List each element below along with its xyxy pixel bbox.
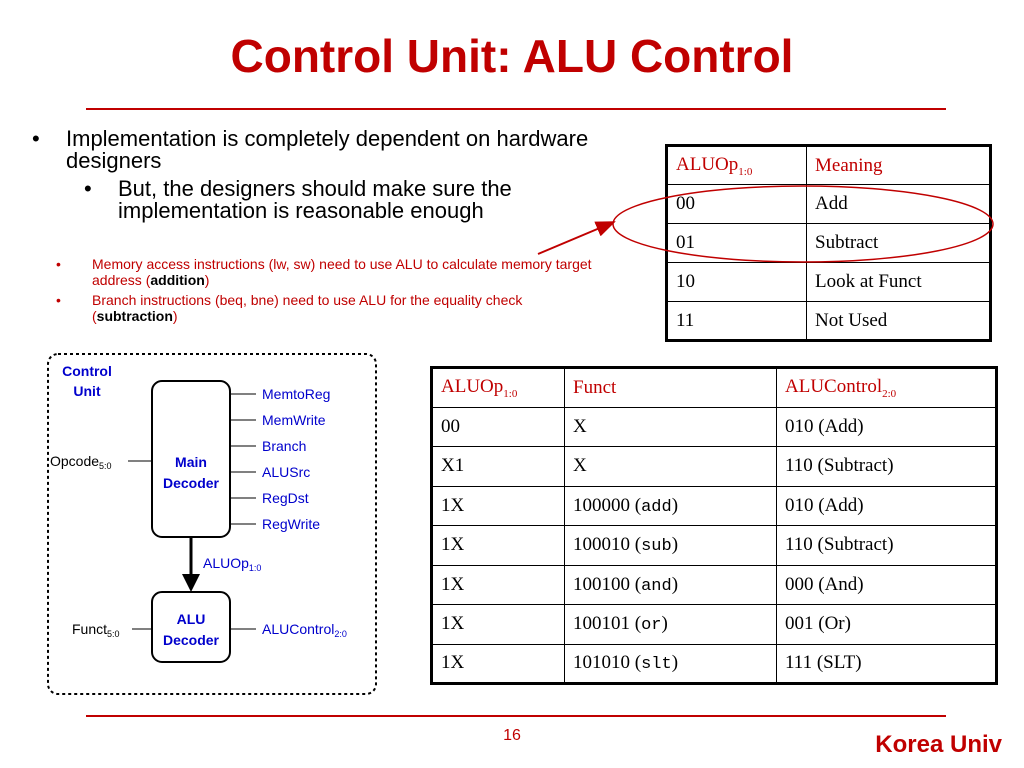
cell-aluop: 00 <box>666 184 807 224</box>
cell-alucontrol: 010 (Add) <box>776 485 997 526</box>
cell-meaning: Look at Funct <box>806 262 991 302</box>
bullet-level3: • Branch instructions (beq, bne) need to… <box>22 292 602 324</box>
cell-funct: X <box>564 446 777 487</box>
control-unit-boundary <box>47 353 377 695</box>
alu-decoder-box <box>151 591 231 663</box>
funct-input-label: Funct5:0 <box>72 621 120 639</box>
output-signal-label: RegDst <box>262 490 309 506</box>
bullet-list: • Implementation is completely dependent… <box>22 128 602 325</box>
output-signal-label: MemtoReg <box>262 386 330 402</box>
cell-alucontrol: 001 (Or) <box>776 604 997 645</box>
main-decoder-label: Decoder <box>163 475 220 491</box>
header-aluop: ALUOp1:0 <box>431 367 565 408</box>
title-divider <box>86 108 946 110</box>
table-row: X1 X 110 (Subtract) <box>431 446 997 487</box>
cell-aluop: X1 <box>431 446 565 487</box>
bullet-dot: • <box>84 176 92 201</box>
cell-aluop: 01 <box>666 223 807 263</box>
cell-aluop: 00 <box>431 406 565 447</box>
table-header-row: ALUOp1:0 Funct ALUControl2:0 <box>431 367 997 408</box>
funct-mnemonic: add <box>641 497 672 517</box>
callout-arrow <box>537 221 616 255</box>
output-signal-label: ALUSrc <box>262 464 310 480</box>
alucontrol-output-label: ALUControl2:0 <box>262 621 347 639</box>
funct-code: 100101 <box>573 613 630 635</box>
cell-funct: 100010 (sub) <box>564 525 777 566</box>
cell-alucontrol: 111 (SLT) <box>776 643 997 684</box>
bullet-dot: • <box>56 256 61 272</box>
bullet-text: Implementation is completely dependent o… <box>66 126 589 173</box>
footer-brand: Korea Univ <box>875 731 1002 758</box>
bullet-level3: • Memory access instructions (lw, sw) ne… <box>22 256 602 288</box>
cell-alucontrol: 110 (Subtract) <box>776 446 997 487</box>
funct-code: 100100 <box>573 573 630 595</box>
bullet-dot: • <box>32 126 40 151</box>
cell-funct: 101010 (slt) <box>564 643 777 684</box>
cell-funct: X <box>564 406 777 447</box>
cell-aluop: 1X <box>431 564 565 605</box>
bullet-emphasis: addition <box>150 272 205 288</box>
bullet-text-end: ) <box>172 308 178 324</box>
cell-funct: 100000 (add) <box>564 485 777 526</box>
bullet-level2: • But, the designers should make sure th… <box>22 178 602 222</box>
aluop-signal-label: ALUOp1:0 <box>203 555 261 573</box>
funct-code: X <box>573 455 587 477</box>
funct-code: 100010 <box>573 534 630 556</box>
funct-mnemonic: sub <box>641 537 672 557</box>
footer-divider <box>86 715 946 717</box>
alu-decoder-label: Decoder <box>163 632 220 648</box>
opcode-input-label: Opcode5:0 <box>50 453 112 471</box>
main-decoder-outputs: MemtoRegMemWriteBranchALUSrcRegDstRegWri… <box>230 386 330 532</box>
bullet-emphasis: subtraction <box>96 308 173 324</box>
slide-title: Control Unit: ALU Control <box>230 30 794 82</box>
funct-mnemonic: and <box>641 576 672 596</box>
bullet-level1: • Implementation is completely dependent… <box>22 128 602 172</box>
funct-code: X <box>573 415 587 437</box>
header-alucontrol: ALUControl2:0 <box>776 367 997 408</box>
funct-code: 101010 <box>573 652 630 674</box>
cell-aluop: 1X <box>431 643 565 684</box>
alu-decoder-label: ALU <box>177 611 206 627</box>
funct-code: 100000 <box>573 494 630 516</box>
bullet-dot: • <box>56 292 61 308</box>
bullet-text-end: ) <box>204 272 210 288</box>
output-signal-label: Branch <box>262 438 306 454</box>
cell-meaning: Add <box>806 184 991 224</box>
cell-funct: 100101 (or) <box>564 604 777 645</box>
bullet-text: But, the designers should make sure the … <box>118 176 512 223</box>
bullet-text: Memory access instructions (lw, sw) need… <box>92 256 592 288</box>
cell-aluop: 11 <box>666 301 807 341</box>
main-decoder-label: Main <box>175 454 207 470</box>
output-signal-label: MemWrite <box>262 412 326 428</box>
funct-mnemonic: slt <box>641 655 672 675</box>
bullet-text: Branch instructions (beq, bne) need to u… <box>92 292 523 324</box>
aluop-arrow-head <box>182 574 200 592</box>
control-unit-label: Unit <box>73 383 101 399</box>
page-number: 16 <box>503 727 521 744</box>
cell-meaning: Not Used <box>806 301 991 341</box>
output-signal-label: RegWrite <box>262 516 320 532</box>
cell-aluop: 1X <box>431 604 565 645</box>
cell-alucontrol: 000 (And) <box>776 564 997 605</box>
cell-aluop: 1X <box>431 485 565 526</box>
highlight-ellipse <box>612 185 994 263</box>
funct-mnemonic: or <box>641 616 662 636</box>
control-unit-label: Control <box>62 363 112 379</box>
